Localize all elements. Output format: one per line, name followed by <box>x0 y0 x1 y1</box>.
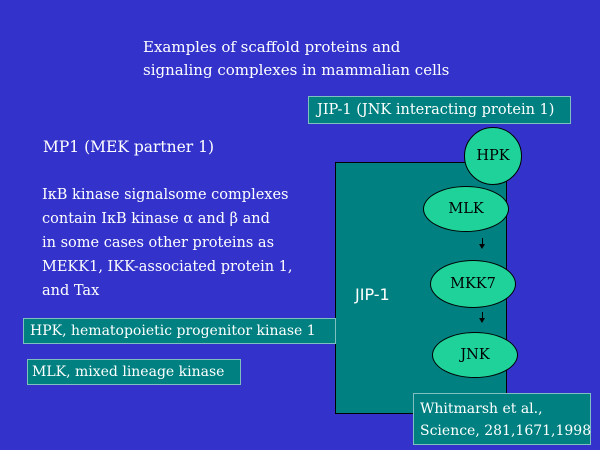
ikb-line-5: and Tax <box>42 283 100 299</box>
title-line-1: Examples of scaffold proteins and <box>143 38 401 56</box>
scaffold-label: JIP-1 <box>355 285 390 304</box>
ikb-line-1: IκB kinase signalsome complexes <box>42 187 289 203</box>
ikb-line-3: in some cases other proteins as <box>42 235 275 251</box>
arrow-shaft <box>481 238 483 245</box>
mlk-definition: MLK, mixed lineage kinase <box>27 359 241 385</box>
ikb-line-4: MEKK1, IKK-associated protein 1, <box>42 259 293 275</box>
node-jnk: JNK <box>432 332 518 378</box>
slide-title: Examples of scaffold proteins and signal… <box>143 36 449 82</box>
hpk-definition: HPK, hematopoietic progenitor kinase 1 <box>23 318 336 344</box>
citation-box: Whitmarsh et al., Science, 281,1671,1998 <box>413 393 591 445</box>
node-mlk: MLK <box>423 186 509 232</box>
ikb-description: IκB kinase signalsome complexes contain … <box>42 183 293 303</box>
arrow-head <box>479 318 485 323</box>
citation-line-1: Whitmarsh et al., <box>420 401 543 417</box>
node-mkk7: MKK7 <box>430 260 516 308</box>
node-hpk: HPK <box>464 127 522 185</box>
title-line-2: signaling complexes in mammalian cells <box>143 61 450 79</box>
ikb-line-2: contain IκB kinase α and β and <box>42 211 270 227</box>
citation-line-2: Science, 281,1671,1998 <box>420 423 592 439</box>
mp1-label: MP1 (MEK partner 1) <box>43 138 215 156</box>
jip-1-banner: JIP-1 (JNK interacting protein 1) <box>308 96 571 124</box>
arrow-head <box>479 244 485 249</box>
arrow-shaft <box>481 312 483 319</box>
